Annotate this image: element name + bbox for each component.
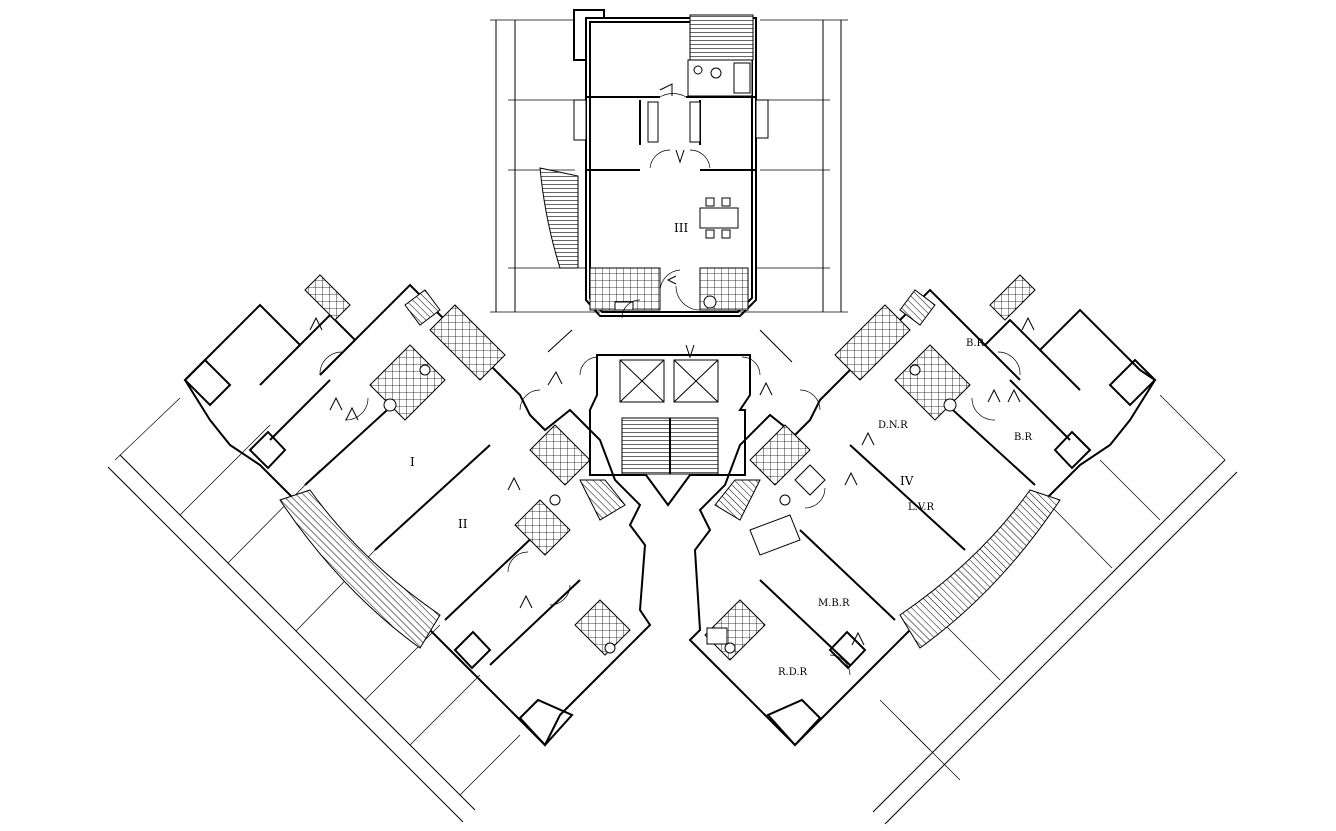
unit-4-label: IV: [900, 474, 914, 488]
unit-1-label: I: [410, 455, 415, 469]
dimension-lines-top: [490, 19, 848, 313]
room-label-living-room: L.V.R: [908, 502, 934, 513]
left-wing-plan: I II: [107, 274, 652, 823]
room-label-bedroom-upper: B.R: [966, 338, 985, 349]
unit-2-label: II: [458, 517, 468, 531]
room-label-dining-room: D.N.R: [878, 420, 908, 431]
building-core: [547, 299, 793, 507]
dimension-lines-right: [872, 394, 1238, 825]
unit-3-label: III: [674, 221, 688, 235]
direction-arrows: [309, 83, 1035, 646]
room-label-bedroom-lower: B.R: [1014, 432, 1033, 443]
unit-3-plan: III: [490, 9, 848, 317]
right-wing-plan: IV B.R B.R D.N.R L.V.R M.B.R R.D.R: [688, 274, 1238, 825]
room-label-reading-room: R.D.R: [778, 667, 808, 678]
room-label-master-bedroom: M.B.R: [818, 598, 850, 609]
dimension-lines-left: [107, 397, 521, 823]
